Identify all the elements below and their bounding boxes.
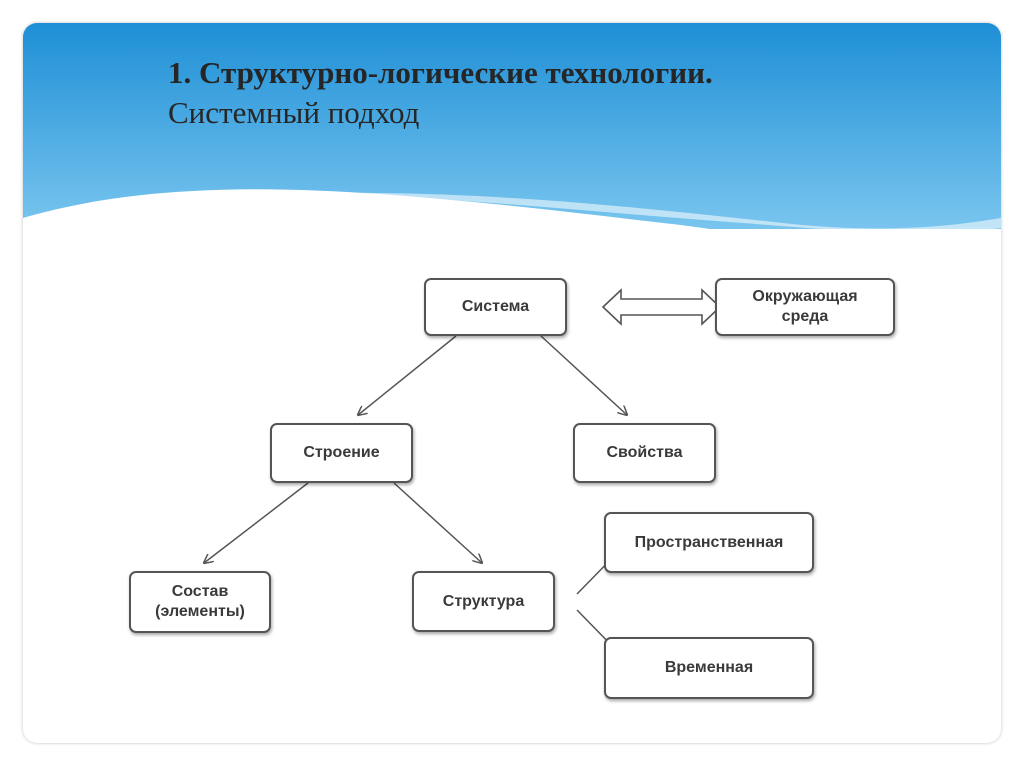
node-sistema-label: Система xyxy=(461,298,530,315)
node-struktura: Структура xyxy=(412,571,555,632)
node-vremennaya: Временная xyxy=(604,637,814,699)
header-background xyxy=(23,23,1001,278)
title-main: 1. Структурно-логические технологии. xyxy=(168,55,713,90)
node-stroenie-label: Строение xyxy=(303,444,380,461)
node-stroenie: Строение xyxy=(270,423,413,483)
node-sistema: Система xyxy=(424,278,567,336)
edge-stroenie-struktura xyxy=(393,482,482,563)
node-svoystva: Свойства xyxy=(573,423,716,483)
header-wave-light xyxy=(323,192,1001,233)
title-subtitle: Системный подход xyxy=(168,95,420,130)
edge-sistema-svoystva xyxy=(540,335,627,415)
slide: 1. Структурно-логические технологии. Сис… xyxy=(23,23,1001,743)
node-svoystva-label: Свойства xyxy=(606,444,683,461)
node-struktura-label: Структура xyxy=(442,592,525,610)
header-wave-band xyxy=(23,23,1001,278)
node-sostav: Состав (элементы) xyxy=(129,571,271,633)
slide-title: 1. Структурно-логические технологии. Сис… xyxy=(168,53,968,133)
node-prostranstvennaya-label: Пространственная xyxy=(634,533,784,551)
edge-sistema-stroenie xyxy=(358,335,457,415)
edge-sistema-okruzhayushchaya xyxy=(601,288,722,326)
edge-stroenie-sostav xyxy=(204,482,309,563)
node-sostav-label: Состав (элементы) xyxy=(155,583,245,620)
diagram-panel: Система Окружающая среда Строение Свойст… xyxy=(124,229,1001,729)
node-prostranstvennaya: Пространственная xyxy=(604,512,814,573)
node-vremennaya-label: Временная xyxy=(664,659,754,676)
node-okruzhayushchaya-sreda-label: Окружающая среда xyxy=(752,288,858,325)
node-okruzhayushchaya-sreda: Окружающая среда xyxy=(715,278,895,336)
